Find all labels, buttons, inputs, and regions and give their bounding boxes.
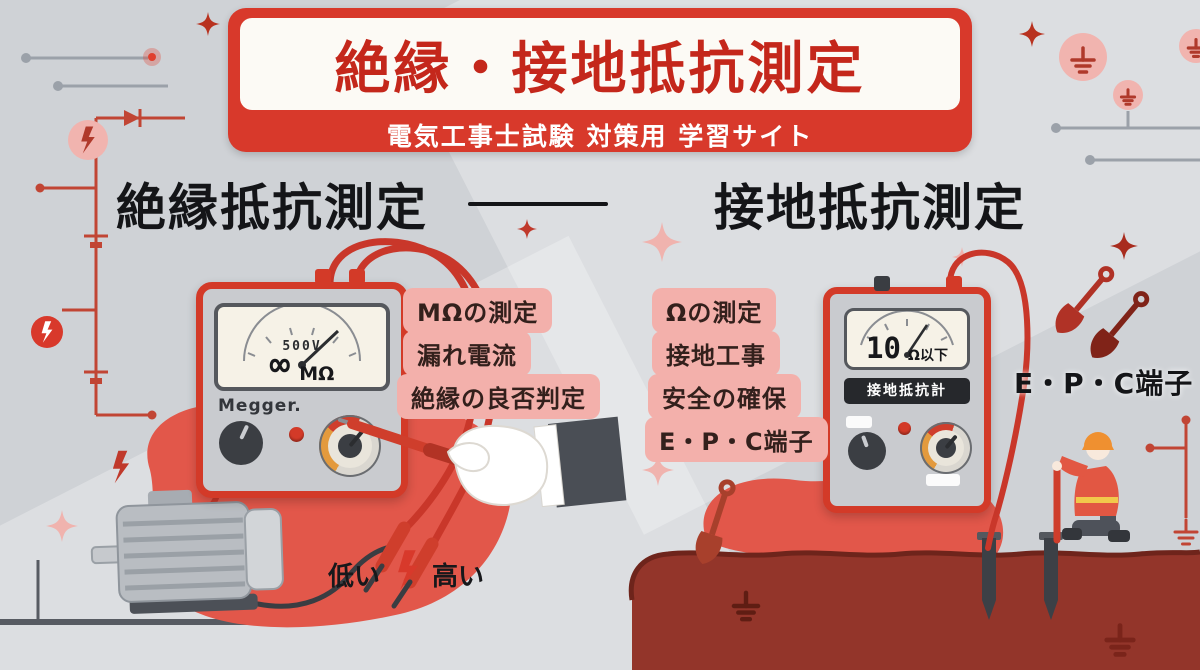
knob-pointer (239, 424, 250, 440)
shovel-icon (1083, 287, 1154, 365)
ground-badge-circle (1179, 29, 1200, 63)
insulation-tester-device: 500V ∞ MΩ Megger. (196, 269, 408, 498)
badge-epc-terminal: E・P・C端子 (645, 417, 828, 462)
section-heading-earth: 接地抵抗測定 (714, 179, 1026, 237)
function-knob (219, 421, 263, 465)
analog-scale-icon (860, 311, 954, 358)
display-reading: ∞ MΩ (218, 345, 386, 385)
lightning-icon (112, 450, 130, 484)
analog-display: 500V ∞ MΩ (214, 303, 390, 391)
terminal-post (315, 269, 331, 284)
brand-label: Megger. (218, 396, 302, 416)
circuit-decoration-top-left (21, 53, 168, 91)
circuit-decoration-bottom-left (0, 560, 256, 625)
title-banner: 絶縁・接地抵抗測定 電気工事士試験 対策用 学習サイト (228, 8, 972, 152)
device-name-band: 接地抵抗計 (844, 378, 970, 404)
reading-unit: MΩ (299, 363, 335, 385)
range-dial (319, 415, 381, 477)
earth-resistance-tester-device: 10 Ω以下 接地抵抗計 (823, 276, 991, 513)
range-dial (920, 422, 972, 474)
electric-motor (90, 489, 284, 614)
mini-label-chip (846, 416, 872, 428)
scale-low-label: 低い (328, 562, 381, 592)
ground-symbol-icon (1173, 518, 1199, 546)
title-plate: 絶縁・接地抵抗測定 (240, 18, 960, 110)
resistance-reading: 10 (866, 331, 901, 365)
badge-ohm-measure: Ωの測定 (652, 288, 777, 333)
test-button (289, 427, 304, 442)
display-reading: 10 Ω以下 (847, 331, 967, 365)
reading-unit: Ω以下 (908, 348, 948, 364)
infinity-reading: ∞ (269, 345, 291, 385)
terminal-post (874, 276, 890, 291)
dirt-edge (628, 549, 1200, 601)
badge-mohm-measure: MΩの測定 (403, 288, 553, 333)
analog-display: 10 Ω以下 (844, 308, 970, 370)
circuit-decoration-right (1145, 415, 1191, 518)
glow-dot-core (148, 53, 156, 61)
page-title: 絶縁・接地抵抗測定 (334, 36, 866, 102)
terminal-post (349, 269, 365, 284)
page-subtitle: 電気工事士試験 対策用 学習サイト (386, 122, 814, 151)
heading-divider-line (468, 202, 608, 206)
terminal-post (946, 276, 962, 291)
circuit-decoration-left (35, 109, 185, 420)
badge-safety: 安全の確保 (648, 374, 801, 419)
badge-ground-work: 接地工事 (652, 331, 780, 376)
section-heading-insulation: 絶縁抵抗測定 (116, 179, 428, 237)
function-knob (848, 432, 886, 470)
mini-label-chip (926, 474, 960, 486)
test-button (898, 422, 911, 435)
badge-insulation-judgement: 絶縁の良否判定 (397, 374, 600, 419)
analog-scale-icon (243, 307, 361, 369)
scale-high-label: 高い (432, 562, 485, 592)
knob-pointer (861, 435, 869, 448)
badge-leak-current: 漏れ電流 (403, 331, 531, 376)
circuit-decoration-top-right (1051, 111, 1200, 165)
epc-terminal-label: E・P・C端子 (1014, 367, 1194, 400)
shovel-icon (1048, 262, 1119, 340)
display-voltage: 500V (282, 339, 322, 354)
